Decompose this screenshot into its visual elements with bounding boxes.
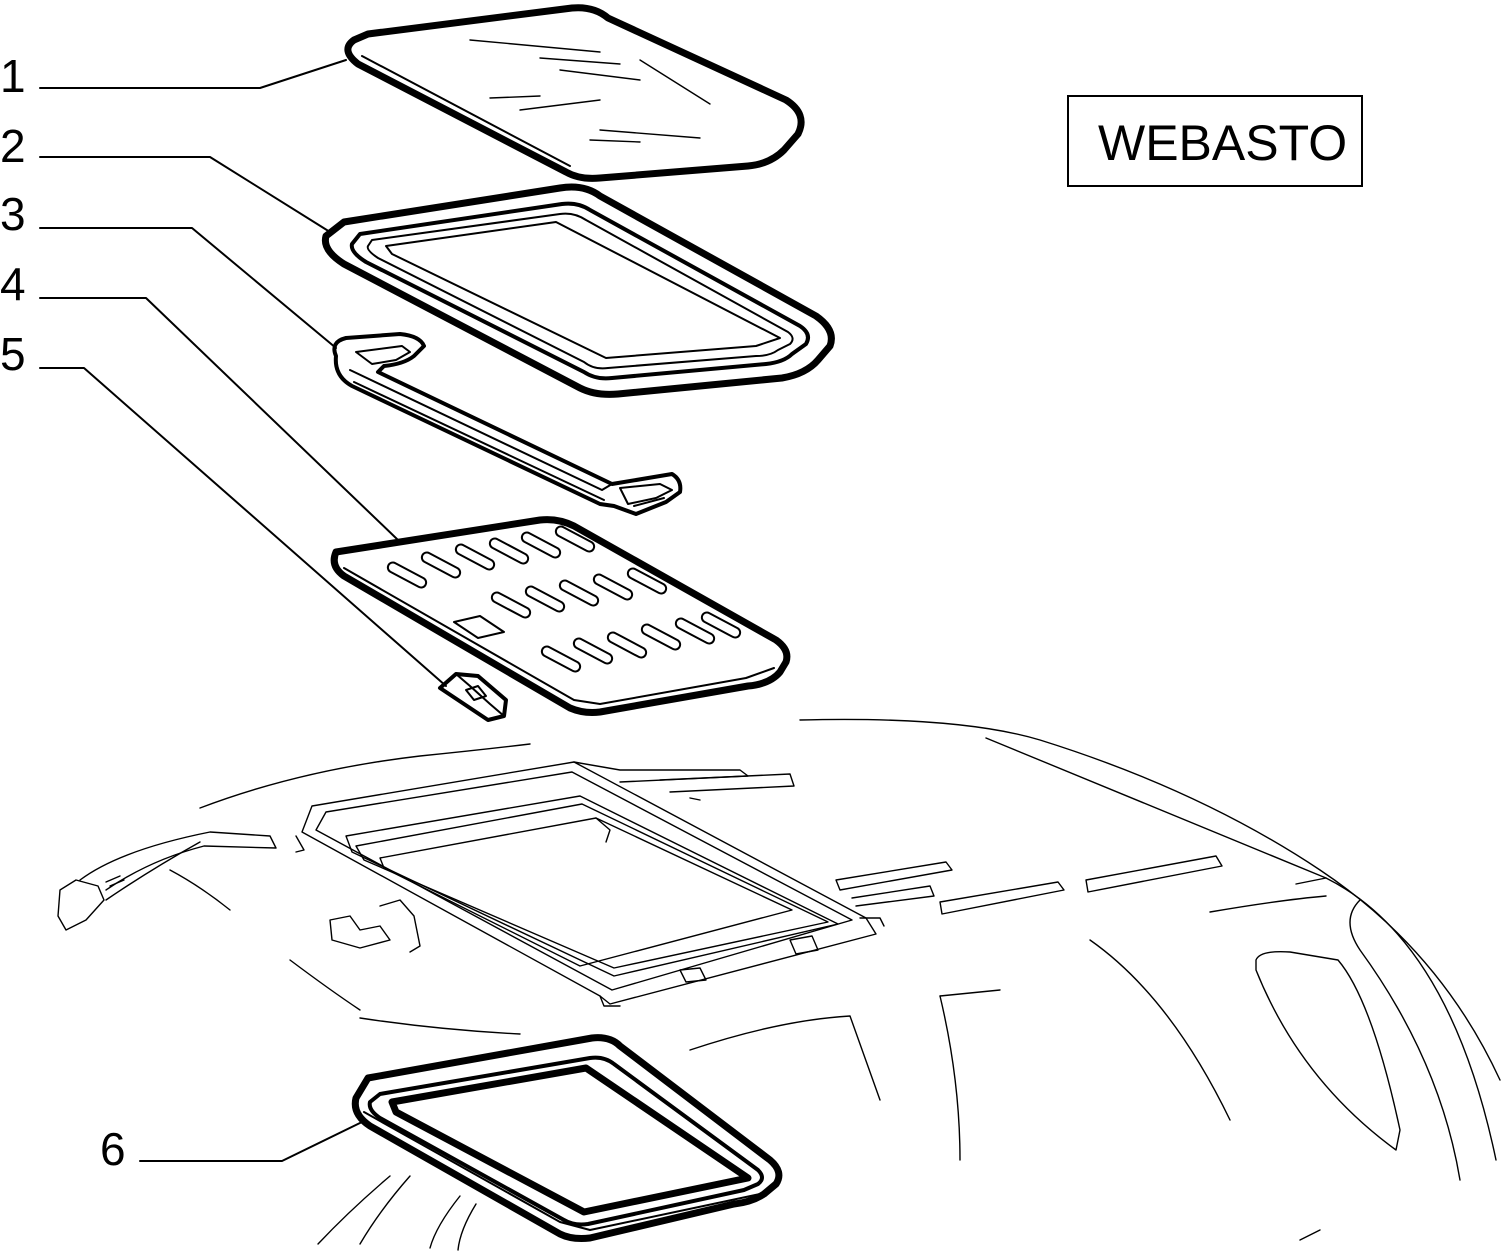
car-roof-outline bbox=[57, 718, 1501, 1251]
leader-5 bbox=[39, 367, 447, 687]
callout-6: 6 bbox=[100, 1123, 126, 1175]
part-3-deflector bbox=[332, 332, 683, 516]
callout-2: 2 bbox=[0, 120, 26, 172]
brand-label-box: WEBASTO bbox=[1067, 95, 1363, 187]
callout-3: 3 bbox=[0, 188, 26, 240]
part-2-frame-seal bbox=[321, 183, 835, 398]
leader-lines bbox=[39, 59, 447, 1162]
part-4-sunshade bbox=[330, 516, 791, 716]
callout-5: 5 bbox=[0, 328, 26, 380]
roof-sunroof-frame bbox=[295, 761, 953, 1007]
leader-6 bbox=[139, 1121, 363, 1162]
part-5-handle bbox=[438, 672, 508, 722]
callout-1: 1 bbox=[0, 50, 26, 102]
leader-4 bbox=[39, 297, 399, 541]
brand-label: WEBASTO bbox=[1098, 115, 1347, 171]
callout-4: 4 bbox=[0, 258, 26, 310]
leader-1 bbox=[39, 59, 347, 89]
leader-2 bbox=[39, 156, 331, 233]
part-6-inner-trim-frame bbox=[351, 1034, 783, 1242]
leader-3 bbox=[39, 227, 337, 349]
part-1-glass-panel bbox=[344, 4, 805, 182]
